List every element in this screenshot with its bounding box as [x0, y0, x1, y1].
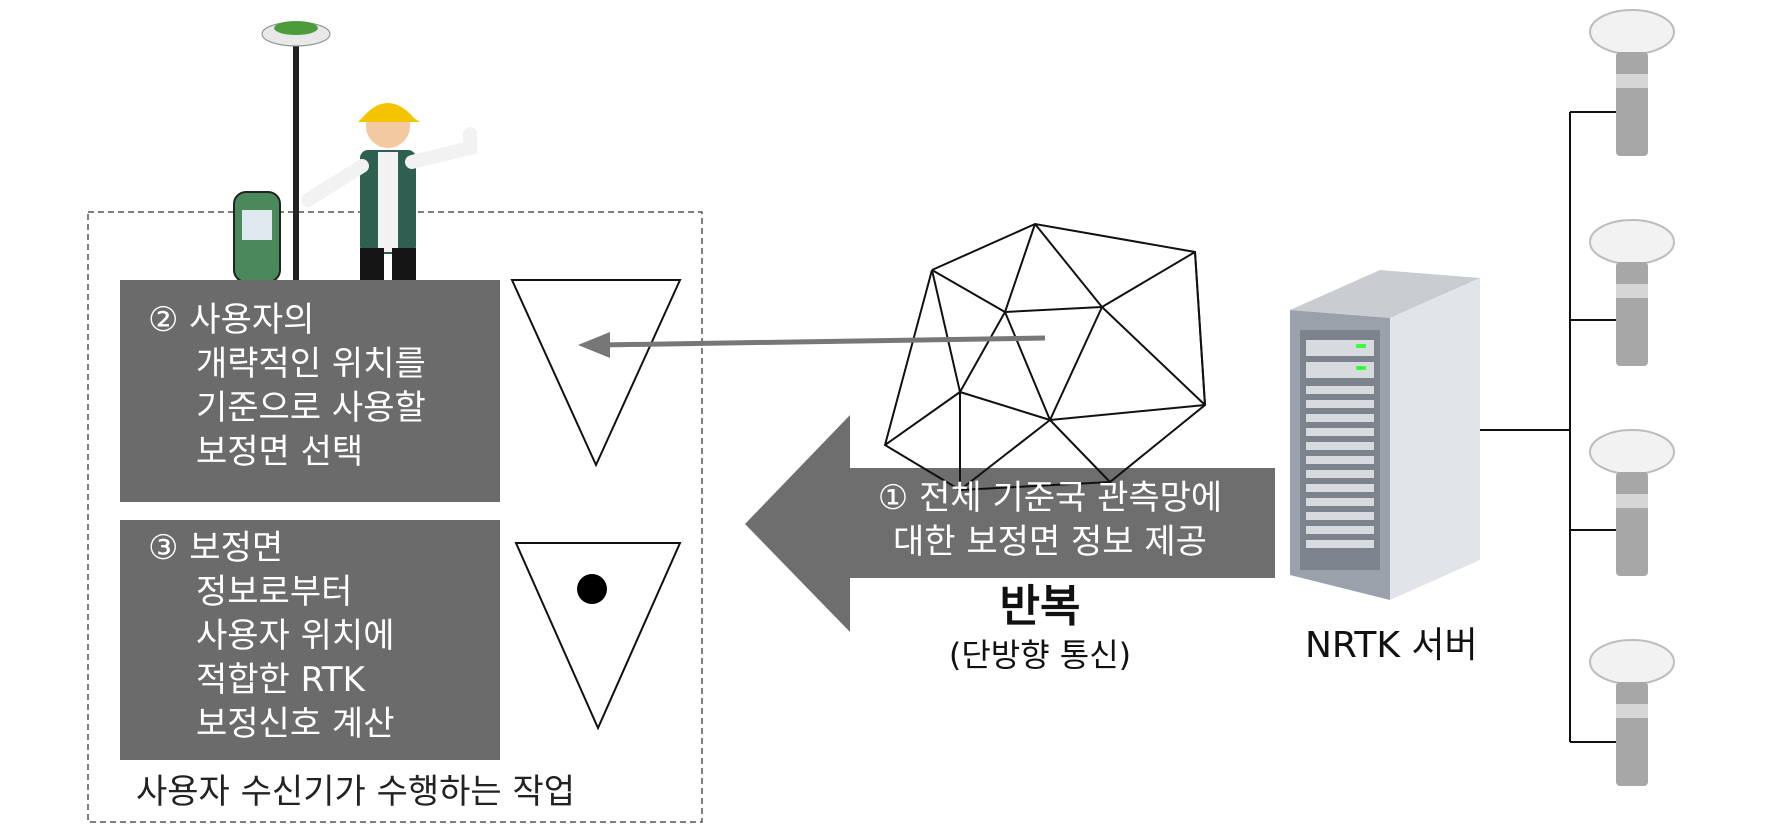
- step3-line-3: 사용자 위치에: [196, 616, 395, 656]
- step2-line-3: 기준으로 사용할: [196, 388, 426, 428]
- step3-box: ③ 보정면 정보로부터 사용자 위치에 적합한 RTK 보정신호 계산: [120, 520, 500, 760]
- step3-line-4: 적합한 RTK: [196, 660, 365, 700]
- receiver-task-region: [87, 211, 703, 823]
- user-position-dot: [577, 574, 607, 604]
- step2-line-4: 보정면 선택: [196, 432, 364, 472]
- step1-text: ① 전체 기준국 관측망에 대한 보정면 정보 제공: [820, 476, 1280, 564]
- step3-line-1: ③ 보정면: [148, 528, 284, 568]
- step2-line-2: 개략적인 위치를: [196, 344, 426, 384]
- repeat-subtitle: (단방향 통신): [948, 636, 1132, 674]
- repeat-label: 반복 (단방향 통신): [900, 580, 1180, 676]
- receiver-caption: 사용자 수신기가 수행하는 작업: [136, 772, 576, 812]
- gnss-reference-antenna-icon: [1589, 9, 1675, 156]
- step3-line-2: 정보로부터: [196, 572, 353, 612]
- gnss-reference-antenna-icon: [1589, 429, 1675, 576]
- step2-box: ② 사용자의 개략적인 위치를 기준으로 사용할 보정면 선택: [120, 280, 500, 502]
- surveyor-with-gnss-rover-icon: [233, 21, 477, 360]
- step1-line-2: 대한 보정면 정보 제공: [893, 522, 1207, 562]
- triangulated-network-mesh-icon: [883, 222, 1207, 492]
- gnss-reference-antenna-icon: [1589, 219, 1675, 366]
- repeat-title: 반복: [999, 581, 1081, 632]
- mesh-to-surface-arrow-head: [578, 332, 610, 358]
- step3-line-5: 보정신호 계산: [196, 704, 395, 744]
- big-left-arrow: [745, 415, 1275, 632]
- reference-network-lines: [1480, 111, 1622, 743]
- server-label: NRTK 서버: [1305, 625, 1478, 666]
- gnss-reference-antenna-icon: [1589, 639, 1675, 786]
- surface-triangle-top: [510, 279, 682, 468]
- step1-line-1: ① 전체 기준국 관측망에: [877, 478, 1223, 518]
- surface-triangle-bottom: [514, 542, 682, 731]
- step2-line-1: ② 사용자의: [148, 300, 315, 340]
- server-tower-icon: [1290, 270, 1480, 600]
- mesh-to-surface-arrow-line: [599, 335, 1046, 348]
